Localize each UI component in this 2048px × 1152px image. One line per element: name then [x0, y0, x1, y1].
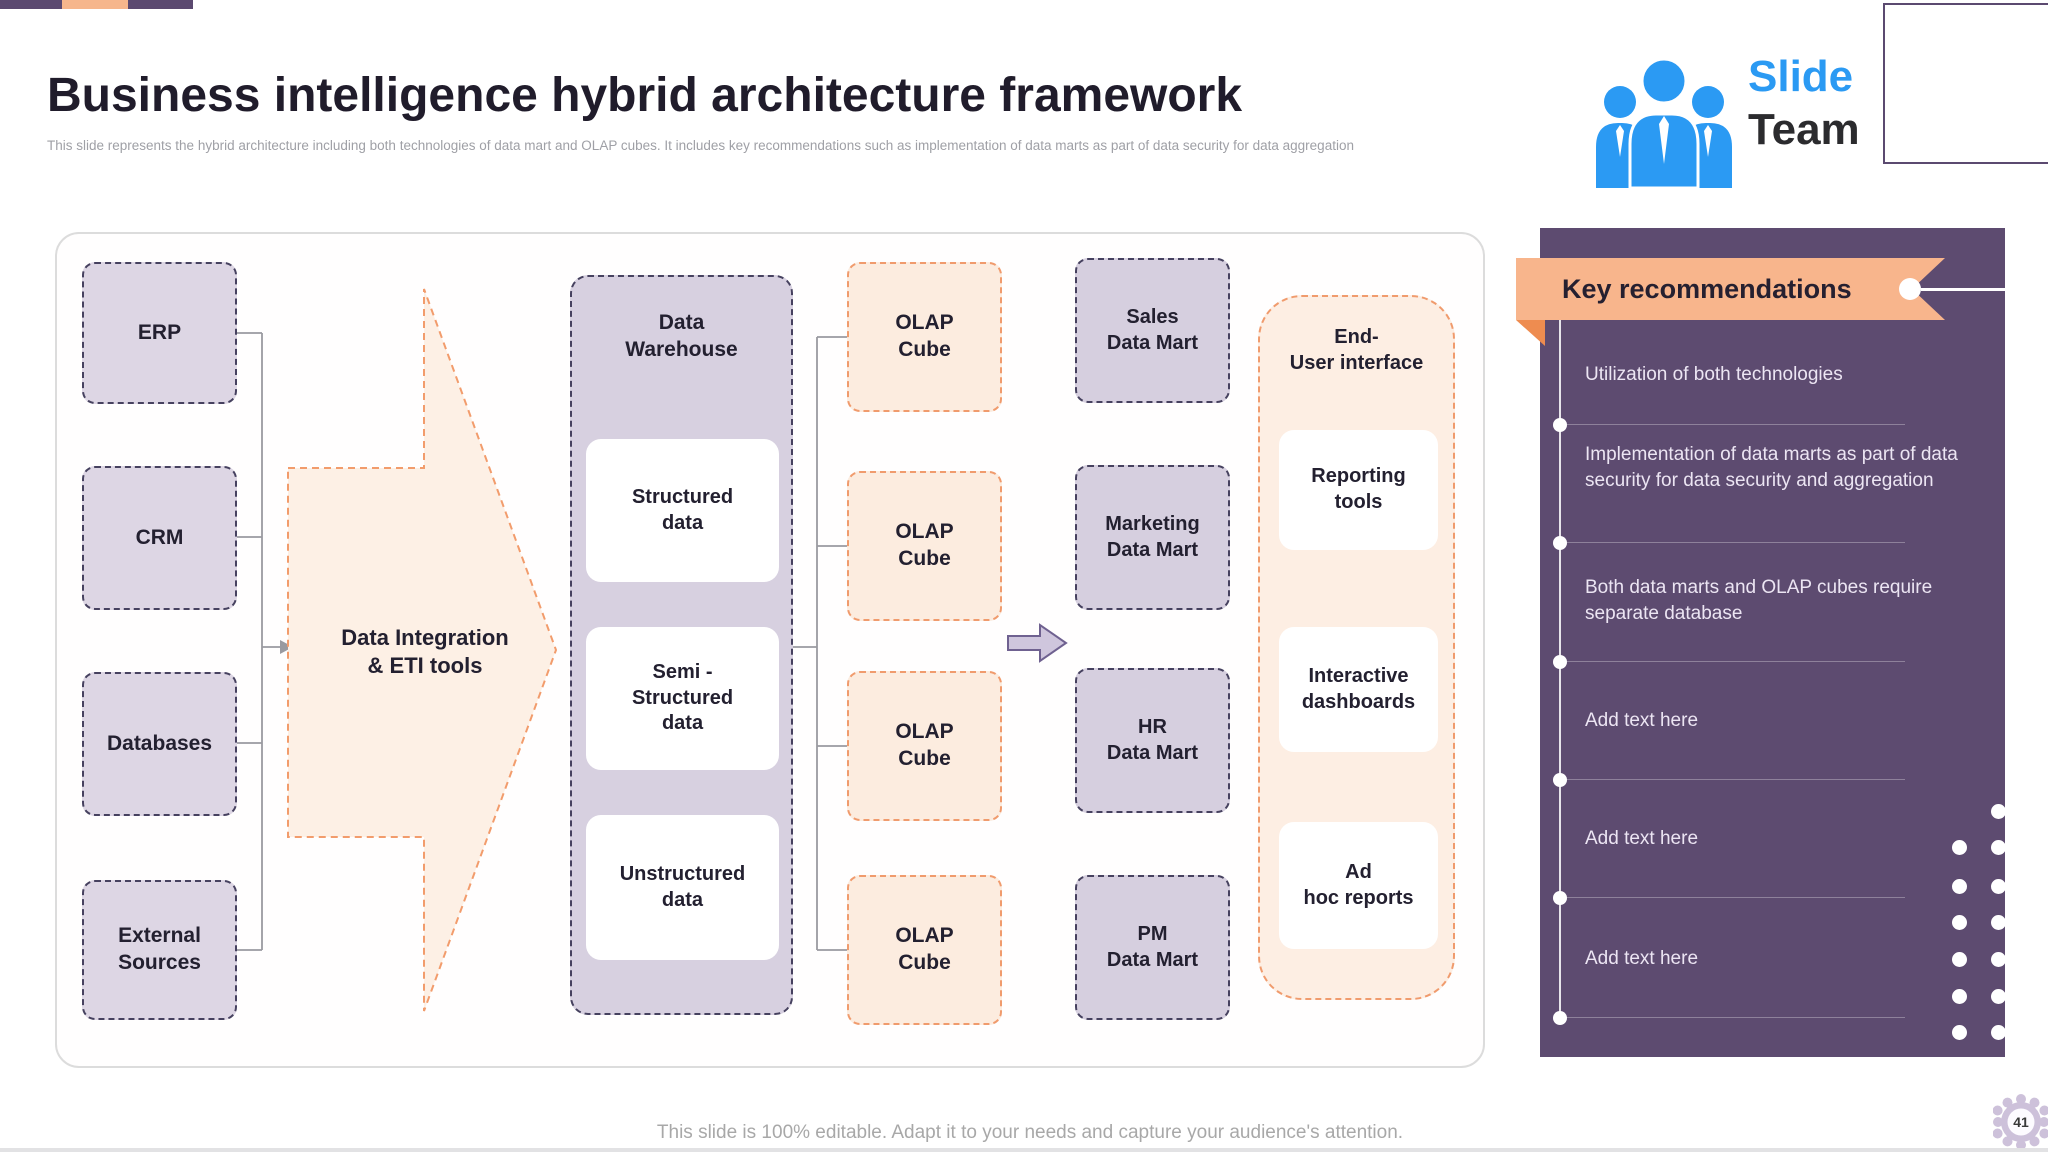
ribbon-fold-icon [1516, 320, 1545, 346]
end-user-item-label: Ad hoc reports [1303, 860, 1414, 909]
dot-decoration [1991, 915, 2006, 930]
timeline-node-icon [1553, 773, 1567, 787]
olap-cube-1: OLAP Cube [847, 262, 1002, 412]
olap-cube-label: OLAP Cube [895, 311, 954, 361]
end-user-item-interactive-dashboards: Interactive dashboards [1279, 627, 1438, 752]
dot-decoration [1952, 915, 1967, 930]
dot-decoration [1952, 879, 1967, 894]
dot-decoration [1991, 840, 2006, 855]
warehouse-item-unstructured: Unstructured data [586, 815, 779, 960]
data-mart-label: Sales Data Mart [1106, 305, 1199, 354]
dot-decoration [1991, 879, 2006, 894]
section-divider [1560, 897, 1905, 898]
dot-decoration [1991, 1025, 2006, 1040]
olap-cube-label: OLAP Cube [895, 924, 954, 974]
recommendations-ribbon [1516, 258, 1945, 346]
data-mart-marketing: Marketing Data Mart [1075, 465, 1230, 610]
dot-decoration [1952, 840, 1967, 855]
data-mart-label: PM Data Mart [1106, 922, 1199, 971]
timeline-node-icon [1553, 1011, 1567, 1025]
recommendation-item-placeholder: Add text here [1585, 710, 1699, 731]
data-mart-pm: PM Data Mart [1075, 875, 1230, 1020]
recommendations-panel: Utilization of both technologies Impleme… [1540, 228, 2006, 1057]
end-user-item-reporting-tools: Reporting tools [1279, 430, 1438, 550]
data-mart-sales: Sales Data Mart [1075, 258, 1230, 403]
recommendation-item: Both data marts and OLAP cubes require s… [1585, 577, 1933, 624]
dot-decoration [1991, 804, 2006, 819]
slideteam-logo: Slide Team [1588, 50, 1888, 195]
end-user-item-label: Interactive dashboards [1301, 664, 1416, 713]
end-user-interface-box: End- User interface Reporting tools Inte… [1258, 295, 1455, 1000]
gear-icon [1993, 1094, 2048, 1150]
page-title: Business intelligence hybrid architectur… [47, 69, 1243, 123]
source-box-external-sources: External Sources [82, 880, 237, 1020]
section-divider [1560, 1017, 1905, 1018]
logo-word-slide: Slide [1748, 52, 1854, 101]
accent-bar-left [0, 0, 62, 9]
section-divider [1560, 779, 1905, 780]
dot-decoration [1991, 952, 2006, 967]
page-subtitle: This slide represents the hybrid archite… [47, 137, 1354, 153]
ribbon-connector-line [1921, 288, 2046, 291]
olap-cube-4: OLAP Cube [847, 875, 1002, 1025]
dot-decoration [1952, 952, 1967, 967]
data-warehouse-box: Data Warehouse Structured data Semi - St… [570, 275, 793, 1015]
dot-decoration [1952, 1025, 1967, 1040]
recommendations-title: Key recommendations [1562, 273, 1852, 304]
accent-bar-right [128, 0, 193, 9]
end-user-item-ad-hoc-reports: Ad hoc reports [1279, 822, 1438, 949]
source-box-erp: ERP [82, 262, 237, 404]
warehouse-item-semi-structured: Semi - Structured data [586, 627, 779, 770]
recommendation-item: Utilization of both technologies [1585, 364, 1843, 385]
warehouse-item-structured: Structured data [586, 439, 779, 582]
olap-cube-3: OLAP Cube [847, 671, 1002, 821]
end-user-interface-title: End- User interface [1289, 326, 1424, 374]
source-label: Databases [106, 731, 213, 755]
warehouse-item-label: Unstructured data [619, 862, 746, 911]
timeline-node-icon [1553, 536, 1567, 550]
source-label: CRM [135, 525, 184, 549]
accent-bar-middle [62, 0, 128, 9]
data-mart-label: HR Data Mart [1106, 715, 1199, 764]
recommendations-divider-line [1559, 320, 1561, 1018]
bottom-edge-strip [0, 1148, 2048, 1152]
source-label: ERP [137, 320, 182, 344]
recommendation-item-placeholder: Add text here [1585, 828, 1699, 849]
recommendation-item-placeholder: Add text here [1585, 948, 1699, 969]
data-mart-label: Marketing Data Mart [1105, 512, 1200, 561]
footer-note: This slide is 100% editable. Adapt it to… [656, 1122, 1404, 1143]
source-label: External Sources [118, 924, 201, 974]
data-warehouse-title: Data Warehouse [625, 311, 738, 361]
dot-decoration [1991, 989, 2006, 1004]
ribbon-connector-dot [1899, 278, 1921, 300]
recommendation-item: Implementation of data marts as part of … [1585, 444, 1958, 491]
section-divider [1560, 542, 1905, 543]
people-icon [1596, 57, 1732, 188]
integration-arrow-label: Data Integration & ETI tools [341, 625, 509, 679]
data-mart-hr: HR Data Mart [1075, 668, 1230, 813]
timeline-node-icon [1553, 891, 1567, 905]
warehouse-item-label: Semi - Structured data [631, 661, 734, 735]
logo-word-team: Team [1748, 105, 1860, 154]
end-user-item-label: Reporting tools [1311, 465, 1406, 513]
source-box-databases: Databases [82, 672, 237, 816]
timeline-node-icon [1553, 655, 1567, 669]
olap-cube-2: OLAP Cube [847, 471, 1002, 621]
source-box-crm: CRM [82, 466, 237, 610]
olap-cube-label: OLAP Cube [895, 520, 954, 570]
olap-cube-label: OLAP Cube [895, 720, 954, 770]
corner-outline-box [1883, 3, 2048, 164]
warehouse-item-label: Structured data [631, 485, 734, 534]
dot-decoration [1952, 989, 1967, 1004]
timeline-node-icon [1553, 418, 1567, 432]
section-divider [1560, 424, 1905, 425]
section-divider [1560, 661, 1905, 662]
page-number: 41 [2013, 1114, 2029, 1130]
